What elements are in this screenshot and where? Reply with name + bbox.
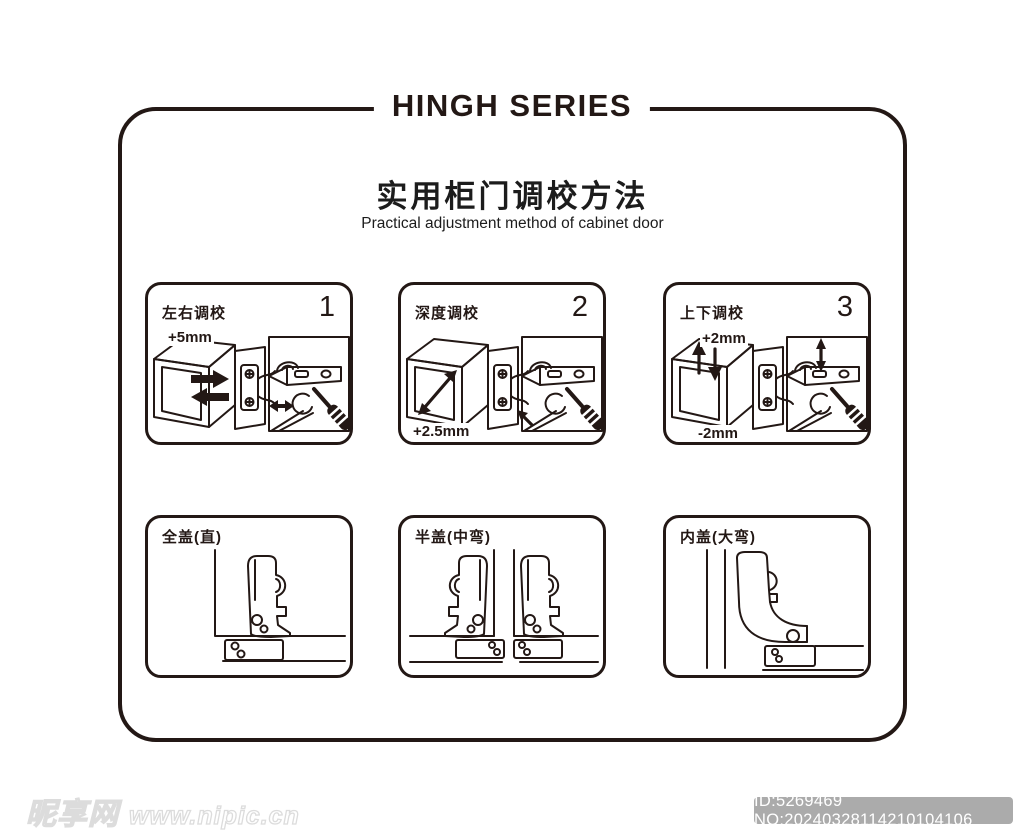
full-overlay-hinge-illustration [214, 549, 346, 662]
panel-up-down-adjust: 上下调校 3 +2mm -2mm [663, 282, 871, 445]
poster-title-cn: 实用柜门调校方法 [376, 179, 649, 214]
annotation-plus-2-5mm: +2.5mm [411, 423, 472, 440]
panel-label: 内盖(大弯) [680, 529, 756, 546]
depth-adjust-illustration [406, 335, 604, 435]
panel-full-overlay-straight: 全盖(直) [145, 515, 353, 678]
panel-label: 半盖(中弯) [415, 529, 491, 546]
panel-label: 全盖(直) [162, 529, 222, 546]
up-down-adjust-illustration [671, 335, 869, 435]
annotation-plus-2mm: +2mm [700, 330, 748, 347]
panel-label: 左右调校 [162, 305, 227, 322]
panel-inset-large-bend: 内盖(大弯) [663, 515, 871, 678]
panel-depth-adjust: 深度调校 2 +2.5mm [398, 282, 606, 445]
panel-label: 深度调校 [415, 305, 480, 322]
annotation-minus-2mm: -2mm [696, 425, 741, 442]
main-frame: 实用柜门调校方法 Practical adjustment method of … [118, 107, 907, 742]
left-right-adjust-illustration [153, 335, 351, 435]
panel-half-overlay-mid-bend: 半盖(中弯) [398, 515, 606, 678]
annotation-plus-5mm: +5mm [166, 329, 214, 346]
inset-hinge-illustration [706, 549, 864, 671]
image-id-badge: ID:5269469 NO:20240328114210104106 [754, 792, 1013, 829]
watermark-brand: 昵享网 [25, 797, 119, 831]
poster-title-en: Practical adjustment method of cabinet d… [361, 215, 664, 232]
panel-number: 3 [836, 291, 853, 323]
half-overlay-hinge-illustration [409, 549, 599, 663]
series-title: HINGH SERIES [373, 88, 651, 124]
panel-label: 上下调校 [680, 305, 745, 322]
site-watermark: 昵享网 www.nipic.cn [25, 789, 300, 833]
panel-number: 1 [318, 291, 335, 323]
panel-number: 2 [571, 291, 588, 323]
panel-left-right-adjust: 左右调校 1 +5mm [145, 282, 353, 445]
watermark-url: www.nipic.cn [128, 801, 300, 830]
